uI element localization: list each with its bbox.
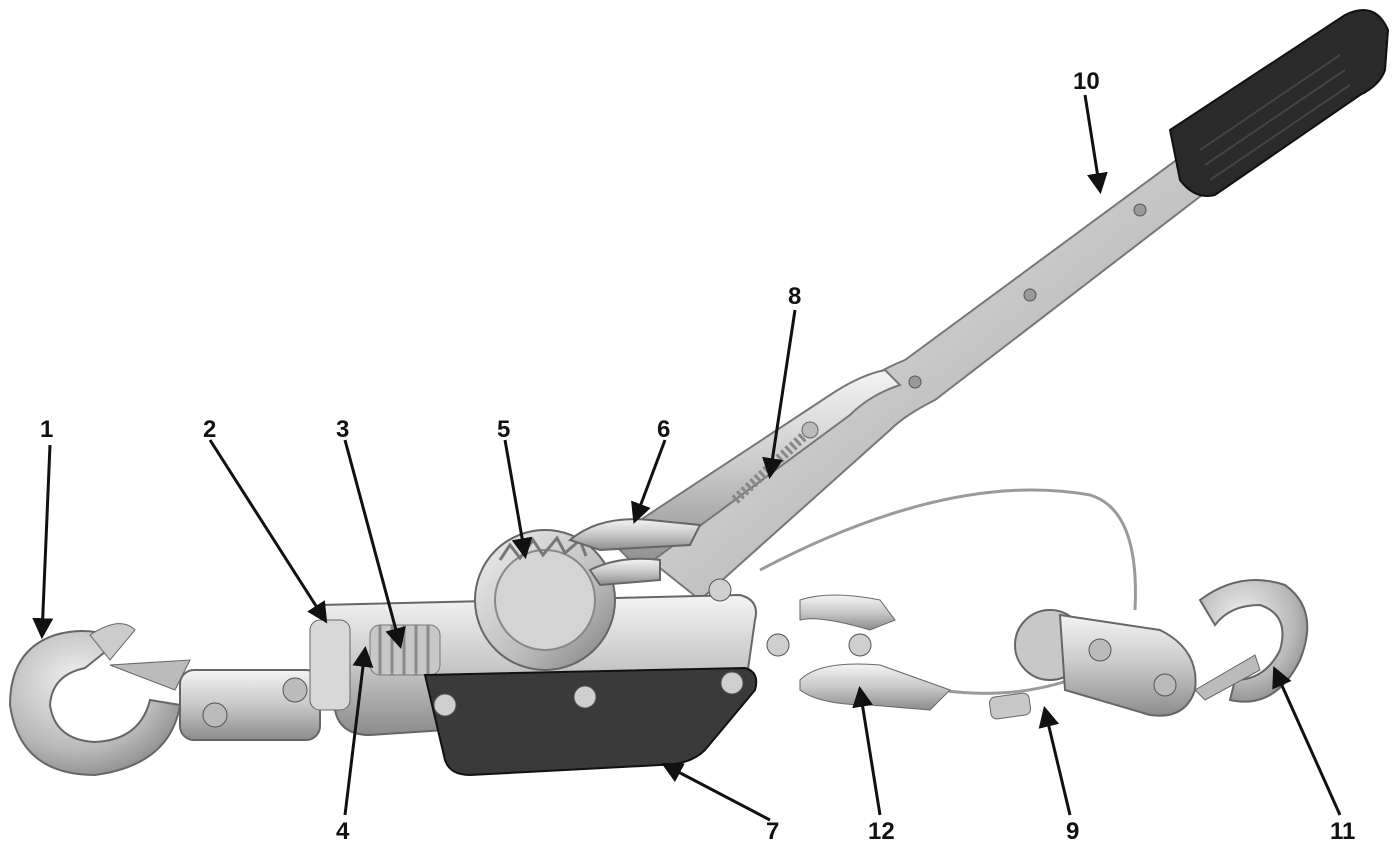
arrow-10 xyxy=(1083,94,1108,195)
ratchet-gear xyxy=(474,529,616,671)
wire-cable xyxy=(759,488,1137,695)
arrow-6 xyxy=(631,439,667,524)
drum-spring xyxy=(369,624,441,676)
arrow-4 xyxy=(343,645,374,816)
arrow-3 xyxy=(343,439,406,650)
callout-10: 10 xyxy=(1073,68,1100,95)
callout-2: 2 xyxy=(203,416,217,443)
callout-11: 11 xyxy=(1330,818,1356,845)
arrow-12 xyxy=(852,685,882,816)
callout-8: 8 xyxy=(788,283,802,310)
pawl xyxy=(567,518,702,587)
callout-5: 5 xyxy=(497,416,511,443)
side-plate xyxy=(423,578,872,777)
callout-1: 1 xyxy=(40,416,54,443)
cable-connector xyxy=(799,594,1032,720)
pulley-block xyxy=(1014,609,1197,717)
arrow-5 xyxy=(503,439,533,560)
callout-12: 12 xyxy=(868,818,895,845)
arrow-11 xyxy=(1272,666,1342,816)
rubber-grip xyxy=(1168,9,1390,197)
callout-7: 7 xyxy=(766,818,780,845)
handle-spring xyxy=(731,421,819,504)
arrow-1 xyxy=(32,444,54,640)
arrow-9 xyxy=(1038,705,1072,816)
arrow-2 xyxy=(208,439,328,624)
callout-3: 3 xyxy=(336,416,350,443)
callout-4: 4 xyxy=(336,818,350,845)
left-hook xyxy=(8,619,351,777)
callout-6: 6 xyxy=(657,416,671,443)
arrow-8 xyxy=(762,309,797,480)
callout-9: 9 xyxy=(1066,818,1080,845)
right-hook xyxy=(1194,579,1309,703)
arrow-7 xyxy=(661,763,771,822)
callout-arrows xyxy=(32,94,1342,822)
handle xyxy=(608,148,1217,602)
